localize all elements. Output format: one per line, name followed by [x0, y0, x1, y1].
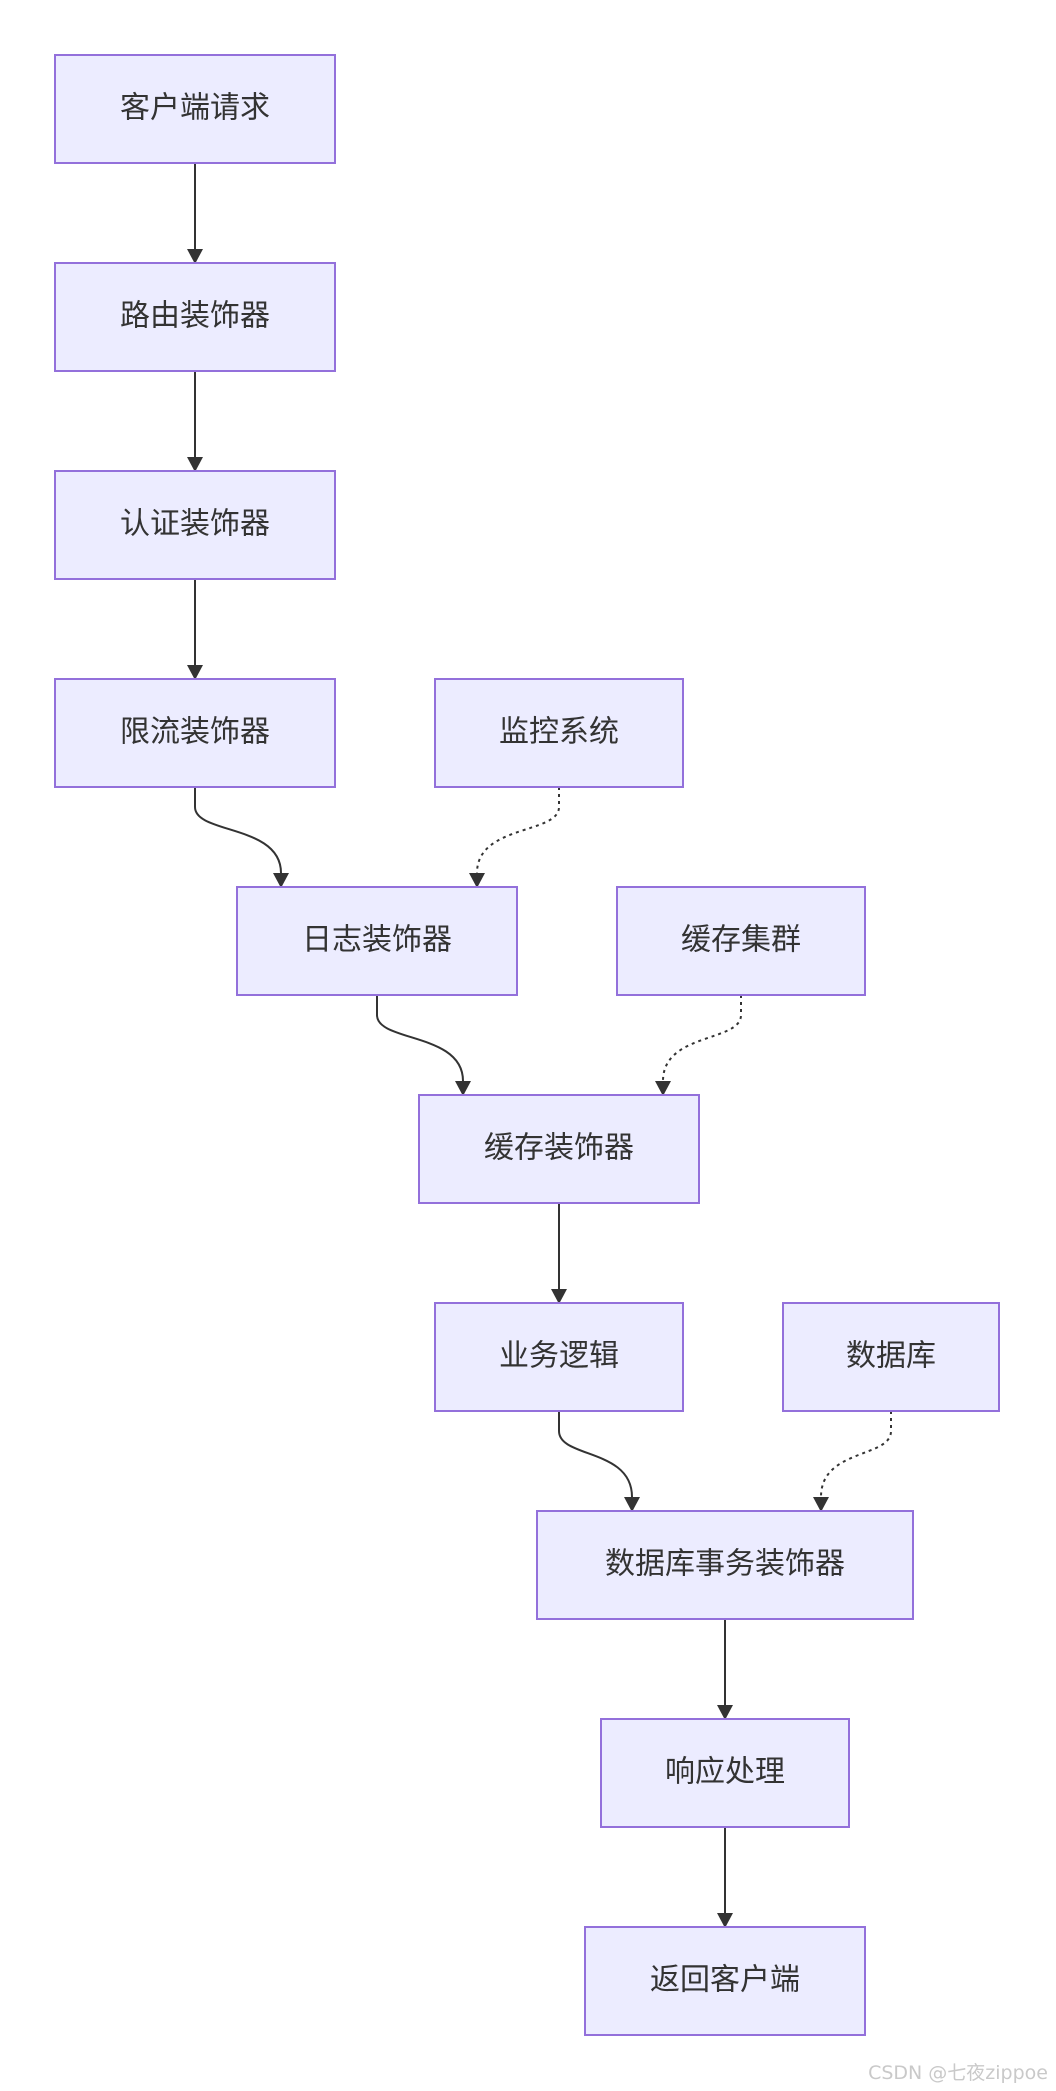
- node-box: [54, 470, 336, 580]
- node-return-to-client: 返回客户端: [584, 1926, 866, 2036]
- edge-line: [558, 1411, 633, 1498]
- node-db-transaction-decorator: 数据库事务装饰器: [536, 1510, 914, 1620]
- node-label: 数据库事务装饰器: [605, 1547, 845, 1582]
- node-box: [434, 1302, 684, 1412]
- edge-line: [662, 995, 742, 1082]
- edge-routing_decorator-to-auth_decorator: [187, 371, 203, 472]
- node-label: 客户端请求: [120, 91, 270, 126]
- node-box: [434, 678, 684, 788]
- node-box: [616, 886, 866, 996]
- node-client-request: 客户端请求: [54, 54, 336, 164]
- edge-line: [476, 787, 560, 874]
- edges-layer: [187, 163, 892, 1928]
- arrowhead-icon: [187, 665, 203, 680]
- node-box: [536, 1510, 914, 1620]
- node-label: 认证装饰器: [120, 507, 270, 542]
- node-rate-limit-decorator: 限流装饰器: [54, 678, 336, 788]
- node-label: 数据库: [846, 1339, 936, 1374]
- arrowhead-icon: [717, 1705, 733, 1720]
- edge-line: [376, 995, 464, 1082]
- arrowhead-icon: [717, 1913, 733, 1928]
- arrowhead-icon: [273, 873, 289, 888]
- node-box: [782, 1302, 1000, 1412]
- node-cache-cluster: 缓存集群: [616, 886, 866, 996]
- edge-auth_decorator-to-rate_limit_decorator: [187, 579, 203, 680]
- node-business-logic: 业务逻辑: [434, 1302, 684, 1412]
- edge-client_request-to-routing_decorator: [187, 163, 203, 264]
- arrowhead-icon: [455, 1081, 471, 1096]
- arrowhead-icon: [655, 1081, 671, 1096]
- arrowhead-icon: [187, 249, 203, 264]
- node-label: 业务逻辑: [499, 1339, 619, 1374]
- node-response-handling: 响应处理: [600, 1718, 850, 1828]
- node-label: 响应处理: [665, 1755, 785, 1790]
- node-box: [236, 886, 518, 996]
- node-label: 日志装饰器: [302, 923, 452, 958]
- node-box: [54, 678, 336, 788]
- node-cache-decorator: 缓存装饰器: [418, 1094, 700, 1204]
- node-routing-decorator: 路由装饰器: [54, 262, 336, 372]
- edge-response_handling-to-return_to_client: [717, 1827, 733, 1928]
- arrowhead-icon: [187, 457, 203, 472]
- node-label: 缓存集群: [681, 923, 801, 958]
- arrowhead-icon: [624, 1497, 640, 1512]
- arrowhead-icon: [469, 873, 485, 888]
- edge-line: [820, 1411, 892, 1498]
- node-box: [600, 1718, 850, 1828]
- node-auth-decorator: 认证装饰器: [54, 470, 336, 580]
- node-database: 数据库: [782, 1302, 1000, 1412]
- node-label: 缓存装饰器: [484, 1131, 634, 1166]
- node-box: [54, 262, 336, 372]
- node-box: [584, 1926, 866, 2036]
- node-label: 限流装饰器: [120, 715, 270, 750]
- edge-line: [194, 787, 282, 874]
- edge-business_logic-to-db_transaction_decorator: [558, 1411, 640, 1512]
- watermark-text: CSDN @七夜zippoe: [868, 2062, 1048, 2084]
- arrowhead-icon: [813, 1497, 829, 1512]
- edge-rate_limit_decorator-to-logging_decorator: [194, 787, 289, 888]
- node-monitoring-system: 监控系统: [434, 678, 684, 788]
- edge-cache_decorator-to-business_logic: [551, 1203, 567, 1304]
- edge-database-to-db_transaction_decorator: [813, 1411, 892, 1512]
- edge-logging_decorator-to-cache_decorator: [376, 995, 471, 1096]
- edge-cache_cluster-to-cache_decorator: [655, 995, 742, 1096]
- node-label: 路由装饰器: [120, 299, 270, 334]
- edge-monitoring_system-to-logging_decorator: [469, 787, 560, 888]
- arrowhead-icon: [551, 1289, 567, 1304]
- edge-db_transaction_decorator-to-response_handling: [717, 1619, 733, 1720]
- node-box: [54, 54, 336, 164]
- node-label: 监控系统: [499, 715, 619, 750]
- node-label: 返回客户端: [650, 1963, 800, 1998]
- node-box: [418, 1094, 700, 1204]
- node-logging-decorator: 日志装饰器: [236, 886, 518, 996]
